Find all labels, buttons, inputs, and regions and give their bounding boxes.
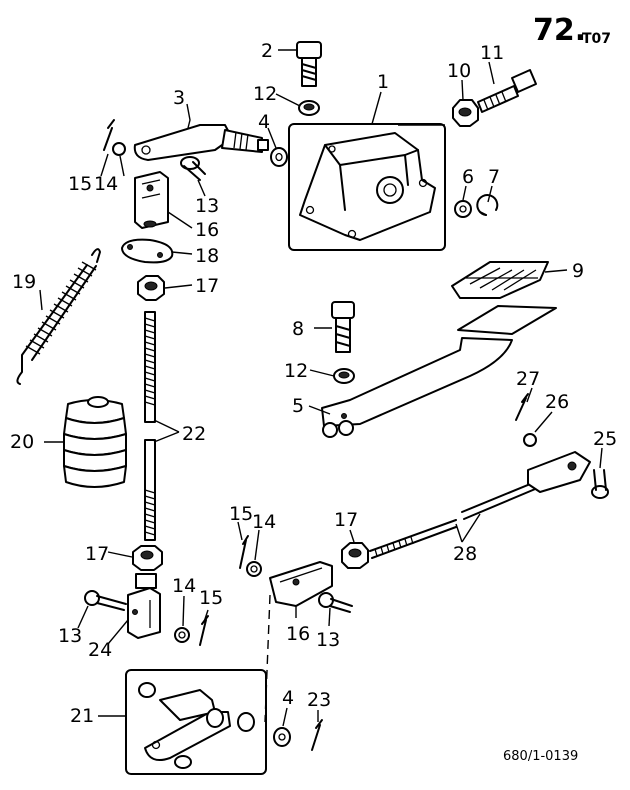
callout-12: 12 [253, 83, 277, 105]
part-3-lever [133, 124, 269, 161]
callout-7: 7 [488, 166, 500, 188]
assembly-dash-line [264, 594, 271, 723]
part-26-washer [523, 433, 537, 447]
callout-15c: 15 [229, 503, 253, 525]
callout-4: 4 [258, 111, 270, 133]
part-16-clevis-top [134, 171, 169, 229]
part-9-pedal-pad [451, 261, 549, 299]
callout-18: 18 [195, 245, 219, 267]
callout-23: 23 [307, 689, 331, 711]
callout-9: 9 [572, 260, 584, 282]
callout-14c: 14 [252, 511, 276, 533]
part-13-pin-left [84, 590, 127, 611]
part-1-housing [288, 123, 446, 251]
callout-15: 15 [68, 173, 92, 195]
part-17-nut-lower [132, 545, 163, 571]
part-8-bolt [331, 301, 355, 353]
callout-14: 14 [94, 173, 118, 195]
callout-1: 1 [377, 71, 389, 93]
part-28-linkage-rod [369, 451, 591, 559]
part-20-bellows [63, 396, 127, 488]
part-16-clevis-lower [269, 561, 333, 607]
callout-25: 25 [593, 428, 617, 450]
callout-14b: 14 [172, 575, 196, 597]
callout-8: 8 [292, 318, 304, 340]
callout-15b: 15 [199, 587, 223, 609]
part-23-pin [311, 719, 323, 751]
callout-5: 5 [292, 395, 304, 417]
part-17-nut-center [341, 542, 369, 569]
part-22-threaded-rod [144, 311, 156, 541]
part-5-pedal-arm [321, 305, 557, 438]
part-15-pin-top [103, 119, 115, 151]
part-25-pin [591, 469, 609, 499]
callout-17: 17 [195, 275, 219, 297]
callout-24: 24 [88, 639, 112, 661]
callouts: 2 12 3 4 1 10 11 6 7 9 8 12 5 27 26 25 2… [10, 40, 617, 727]
callout-10: 10 [447, 60, 471, 82]
part-14-washer-center [246, 561, 262, 577]
part-4-washer-lower [273, 727, 291, 747]
callout-2: 2 [261, 40, 273, 62]
part-14-washer-mid [174, 627, 190, 643]
part-27-pin [515, 393, 529, 421]
reference-code: 680/1-0139 [503, 749, 578, 764]
callout-21: 21 [70, 705, 94, 727]
part-12-nut-top [298, 100, 320, 116]
callout-17b: 17 [85, 543, 109, 565]
page-suffix: T07 [582, 31, 611, 47]
callout-6: 6 [462, 166, 474, 188]
part-13-pin-top [180, 156, 206, 181]
part-15-pin-center [239, 535, 249, 569]
part-10-nut [452, 99, 479, 127]
part-4-washer-top [270, 147, 288, 167]
callout-27: 27 [516, 368, 540, 390]
callout-3: 3 [173, 87, 185, 109]
callout-19: 19 [12, 271, 36, 293]
callout-13b: 13 [58, 625, 82, 647]
leader-lines [39, 49, 603, 727]
callout-12b: 12 [284, 360, 308, 382]
callout-26: 26 [545, 391, 569, 413]
part-14-washer-top [112, 142, 126, 156]
part-18-plate [121, 238, 174, 264]
callout-13c: 13 [316, 629, 340, 651]
callout-22: 22 [182, 423, 206, 445]
part-7-circlip [476, 194, 499, 216]
callout-20: 20 [10, 431, 34, 453]
part-13-pin-center [318, 592, 353, 613]
callout-16b: 16 [286, 623, 310, 645]
page-number: 72. [533, 13, 586, 48]
part-21-bracket-assembly [125, 669, 267, 775]
callout-16: 16 [195, 219, 219, 241]
callout-13: 13 [195, 195, 219, 217]
part-11-bolt [477, 69, 537, 113]
callout-17c: 17 [334, 509, 358, 531]
part-24-block [127, 573, 161, 639]
callout-28: 28 [453, 543, 477, 565]
part-19-spring [16, 248, 101, 385]
part-6-washer [454, 200, 472, 218]
callout-4b: 4 [282, 687, 294, 709]
part-2-bolt [296, 41, 322, 87]
callout-11: 11 [480, 42, 504, 64]
part-12-nut-pedal [333, 368, 355, 384]
part-17-nut-top [137, 275, 165, 301]
